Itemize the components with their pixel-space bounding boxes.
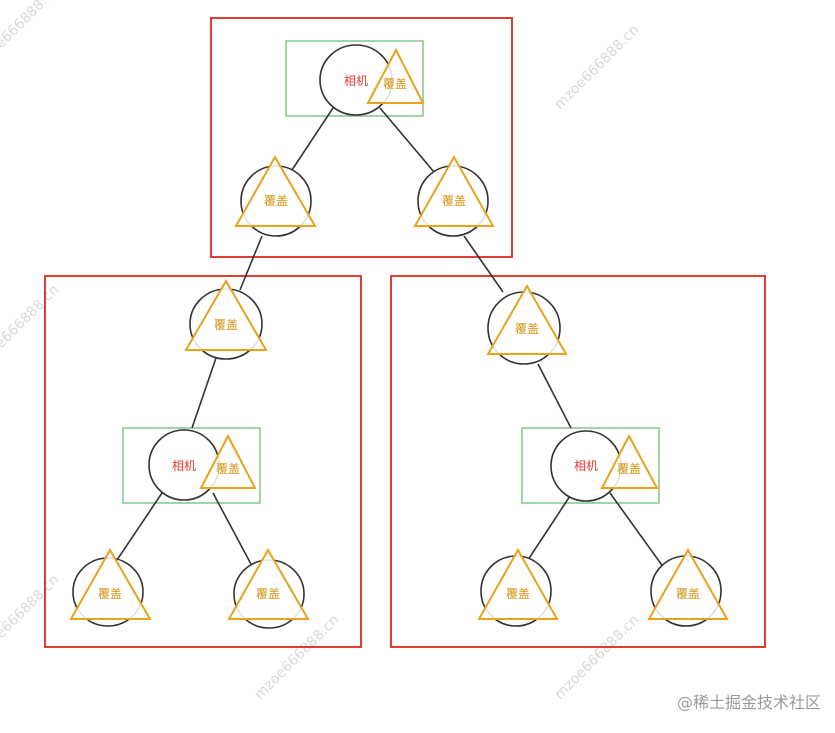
edge-left-down bbox=[239, 235, 263, 291]
cover-triangles bbox=[69, 47, 729, 620]
cover-triangle-rl bbox=[477, 547, 559, 620]
edge-rcam-rr bbox=[609, 492, 665, 569]
credit-text: @稀土掘金技术社区 bbox=[676, 693, 821, 712]
camera-box-root bbox=[285, 40, 424, 117]
edge-lcam-lr bbox=[212, 492, 253, 567]
cover-triangle-right-cam bbox=[600, 433, 659, 489]
cover-label-top-right: 覆盖 bbox=[442, 194, 466, 208]
watermark-text: mzoe666888.cn bbox=[552, 612, 643, 703]
cover-triangle-top-right bbox=[413, 154, 495, 227]
cover-label-left-1: 覆盖 bbox=[214, 318, 238, 332]
edge-lcam-ll bbox=[116, 492, 163, 561]
cover-label-left-cam: 覆盖 bbox=[216, 462, 240, 476]
region-top bbox=[210, 17, 513, 258]
camera-label-root: 相机 bbox=[344, 74, 368, 88]
cover-label-root: 覆盖 bbox=[383, 77, 407, 91]
cover-triangle-left-cam bbox=[199, 433, 257, 489]
watermark-text: mzoe666888.cn bbox=[0, 0, 62, 73]
cover-triangle-top-left bbox=[234, 154, 317, 227]
cover-triangle-left-1 bbox=[184, 279, 268, 351]
cover-triangle-root bbox=[366, 47, 425, 104]
camera-label-right: 相机 bbox=[574, 459, 598, 473]
cover-triangle-lr bbox=[227, 547, 310, 620]
node-labels: 相机 覆盖 覆盖 覆盖 覆盖 相机 覆盖 覆盖 覆盖 覆盖 相机 覆盖 覆盖 覆… bbox=[98, 74, 700, 601]
cover-label-right-1: 覆盖 bbox=[515, 322, 539, 336]
camera-boxes bbox=[122, 40, 660, 504]
region-right bbox=[390, 275, 766, 648]
watermark-text: mzoe666888.cn bbox=[0, 282, 62, 373]
tree-edges bbox=[116, 107, 665, 569]
edge-right-down bbox=[463, 235, 504, 293]
cover-label-lr: 覆盖 bbox=[256, 587, 280, 601]
edge-root-left bbox=[291, 107, 334, 171]
tree-nodes bbox=[72, 44, 722, 629]
edge-l1-cam bbox=[191, 357, 217, 429]
cover-triangle-right-1 bbox=[486, 283, 568, 355]
camera-box-right bbox=[521, 427, 660, 504]
edge-root-right bbox=[379, 107, 435, 173]
cover-triangle-ll bbox=[69, 547, 152, 620]
region-boxes bbox=[44, 17, 766, 648]
edge-r1-cam bbox=[537, 363, 572, 429]
cover-label-right-cam: 覆盖 bbox=[617, 462, 641, 476]
watermark-text: mzoe666888.cn bbox=[0, 572, 62, 663]
region-left bbox=[44, 275, 362, 648]
edge-rcam-rl bbox=[523, 495, 571, 567]
cover-label-ll: 覆盖 bbox=[98, 587, 122, 601]
cover-triangle-rr bbox=[647, 547, 729, 620]
cover-label-rl: 覆盖 bbox=[506, 587, 530, 601]
camera-box-left bbox=[122, 427, 261, 504]
watermark-text: mzoe666888.cn bbox=[552, 22, 643, 113]
camera-label-left: 相机 bbox=[172, 459, 196, 473]
cover-label-top-left: 覆盖 bbox=[264, 194, 288, 208]
cover-label-rr: 覆盖 bbox=[676, 587, 700, 601]
